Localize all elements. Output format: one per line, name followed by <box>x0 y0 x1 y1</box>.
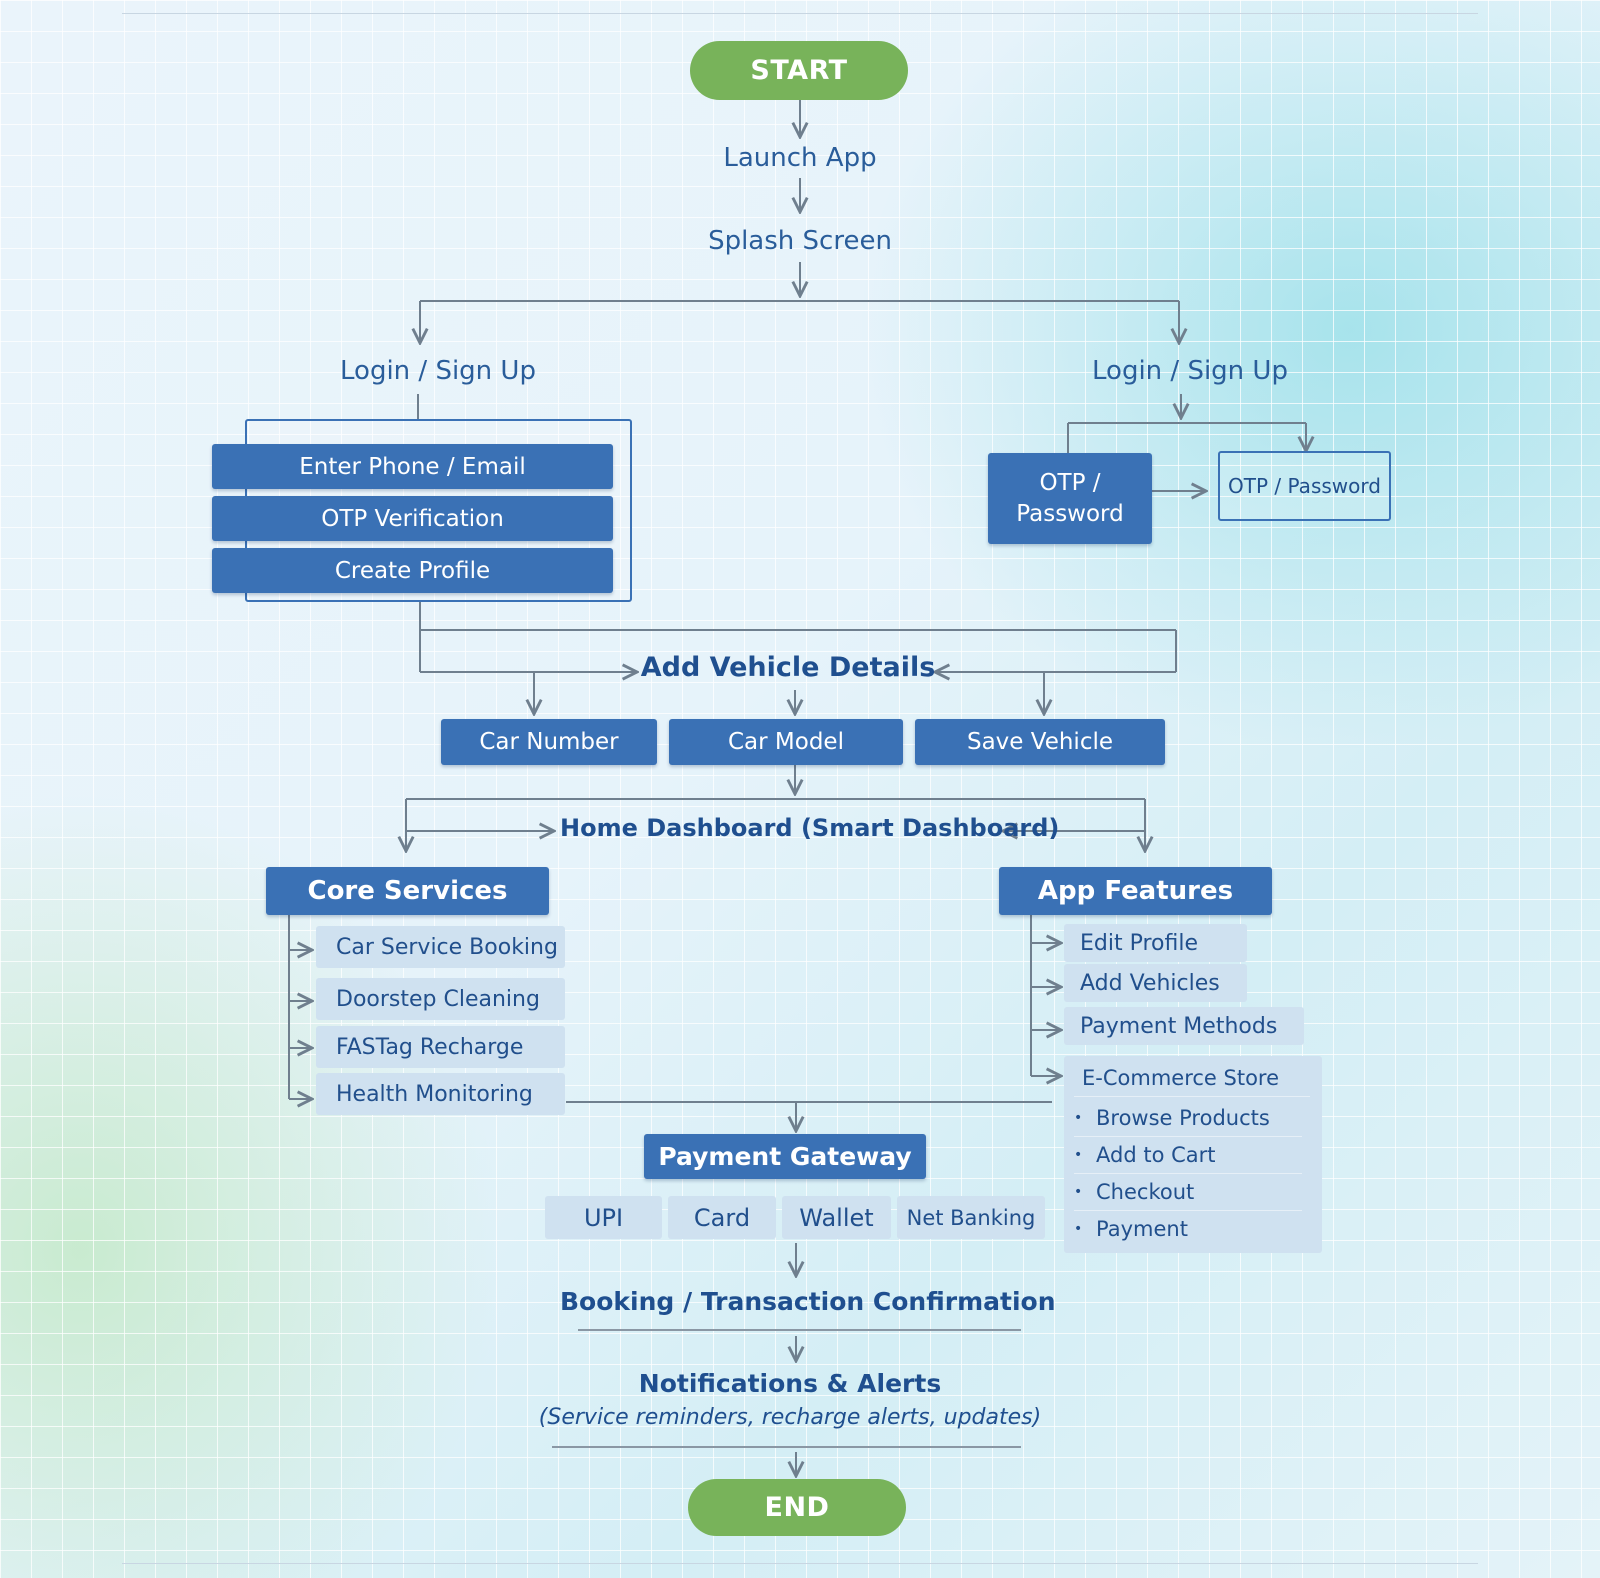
payment-gateway-header: Payment Gateway <box>644 1134 926 1179</box>
save-vehicle-step: Save Vehicle <box>915 719 1165 765</box>
browse-products-label: Browse Products <box>1096 1106 1270 1130</box>
fastag-recharge-item: FASTag Recharge <box>316 1026 565 1068</box>
otp-verification-step: OTP Verification <box>212 496 613 541</box>
top-divider <box>122 13 1478 14</box>
notifications-subtitle: (Service reminders, recharge alerts, upd… <box>538 1405 1042 1430</box>
home-dashboard-title: Home Dashboard (Smart Dashboard) <box>560 814 1060 842</box>
add-to-cart-item: • Add to Cart <box>1074 1137 1302 1174</box>
car-service-booking-item: Car Service Booking <box>316 926 565 968</box>
edit-profile-item: Edit Profile <box>1064 924 1247 962</box>
wallet-method: Wallet <box>782 1196 891 1239</box>
core-services-header: Core Services <box>266 867 549 915</box>
ecommerce-store-title: E-Commerce Store <box>1074 1060 1310 1097</box>
otp-password-line2: Password <box>1016 500 1124 527</box>
browse-products-item: • Browse Products <box>1074 1100 1302 1137</box>
add-vehicle-details-title: Add Vehicle Details <box>640 652 936 683</box>
booking-confirmation-title: Booking / Transaction Confirmation <box>560 1287 1056 1316</box>
car-number-step: Car Number <box>441 719 657 765</box>
splash-screen-step: Splash Screen <box>708 226 892 256</box>
otp-password-line1: OTP / <box>1039 469 1101 496</box>
net-banking-method: Net Banking <box>897 1196 1045 1239</box>
checkout-label: Checkout <box>1096 1180 1195 1204</box>
otp-password-secondary: OTP / Password <box>1218 451 1391 521</box>
add-to-cart-label: Add to Cart <box>1096 1143 1216 1167</box>
bullet-icon: • <box>1074 1147 1083 1163</box>
end-terminal: END <box>688 1479 906 1536</box>
app-features-header: App Features <box>999 867 1272 915</box>
bottom-divider <box>122 1563 1478 1564</box>
login-signup-left: Login / Sign Up <box>340 356 536 386</box>
payment-methods-item: Payment Methods <box>1064 1007 1304 1045</box>
start-terminal: START <box>690 41 908 100</box>
payment-item: • Payment <box>1074 1211 1302 1247</box>
checkout-item: • Checkout <box>1074 1174 1302 1211</box>
launch-app-step: Launch App <box>723 143 877 173</box>
create-profile-step: Create Profile <box>212 548 613 593</box>
notifications-title: Notifications & Alerts <box>638 1369 942 1398</box>
enter-phone-email-step: Enter Phone / Email <box>212 444 613 489</box>
payment-label: Payment <box>1096 1217 1188 1241</box>
otp-password-primary: OTP / Password <box>988 453 1152 544</box>
car-model-step: Car Model <box>669 719 903 765</box>
health-monitoring-item: Health Monitoring <box>316 1073 565 1115</box>
bullet-icon: • <box>1074 1110 1083 1126</box>
upi-method: UPI <box>545 1196 662 1239</box>
card-method: Card <box>668 1196 776 1239</box>
login-signup-right: Login / Sign Up <box>1092 356 1288 386</box>
bullet-icon: • <box>1074 1184 1083 1200</box>
doorstep-cleaning-item: Doorstep Cleaning <box>316 978 565 1020</box>
ecommerce-store-panel: E-Commerce Store • Browse Products • Add t… <box>1064 1056 1322 1253</box>
add-vehicles-item: Add Vehicles <box>1064 964 1247 1002</box>
bullet-icon: • <box>1074 1221 1083 1237</box>
